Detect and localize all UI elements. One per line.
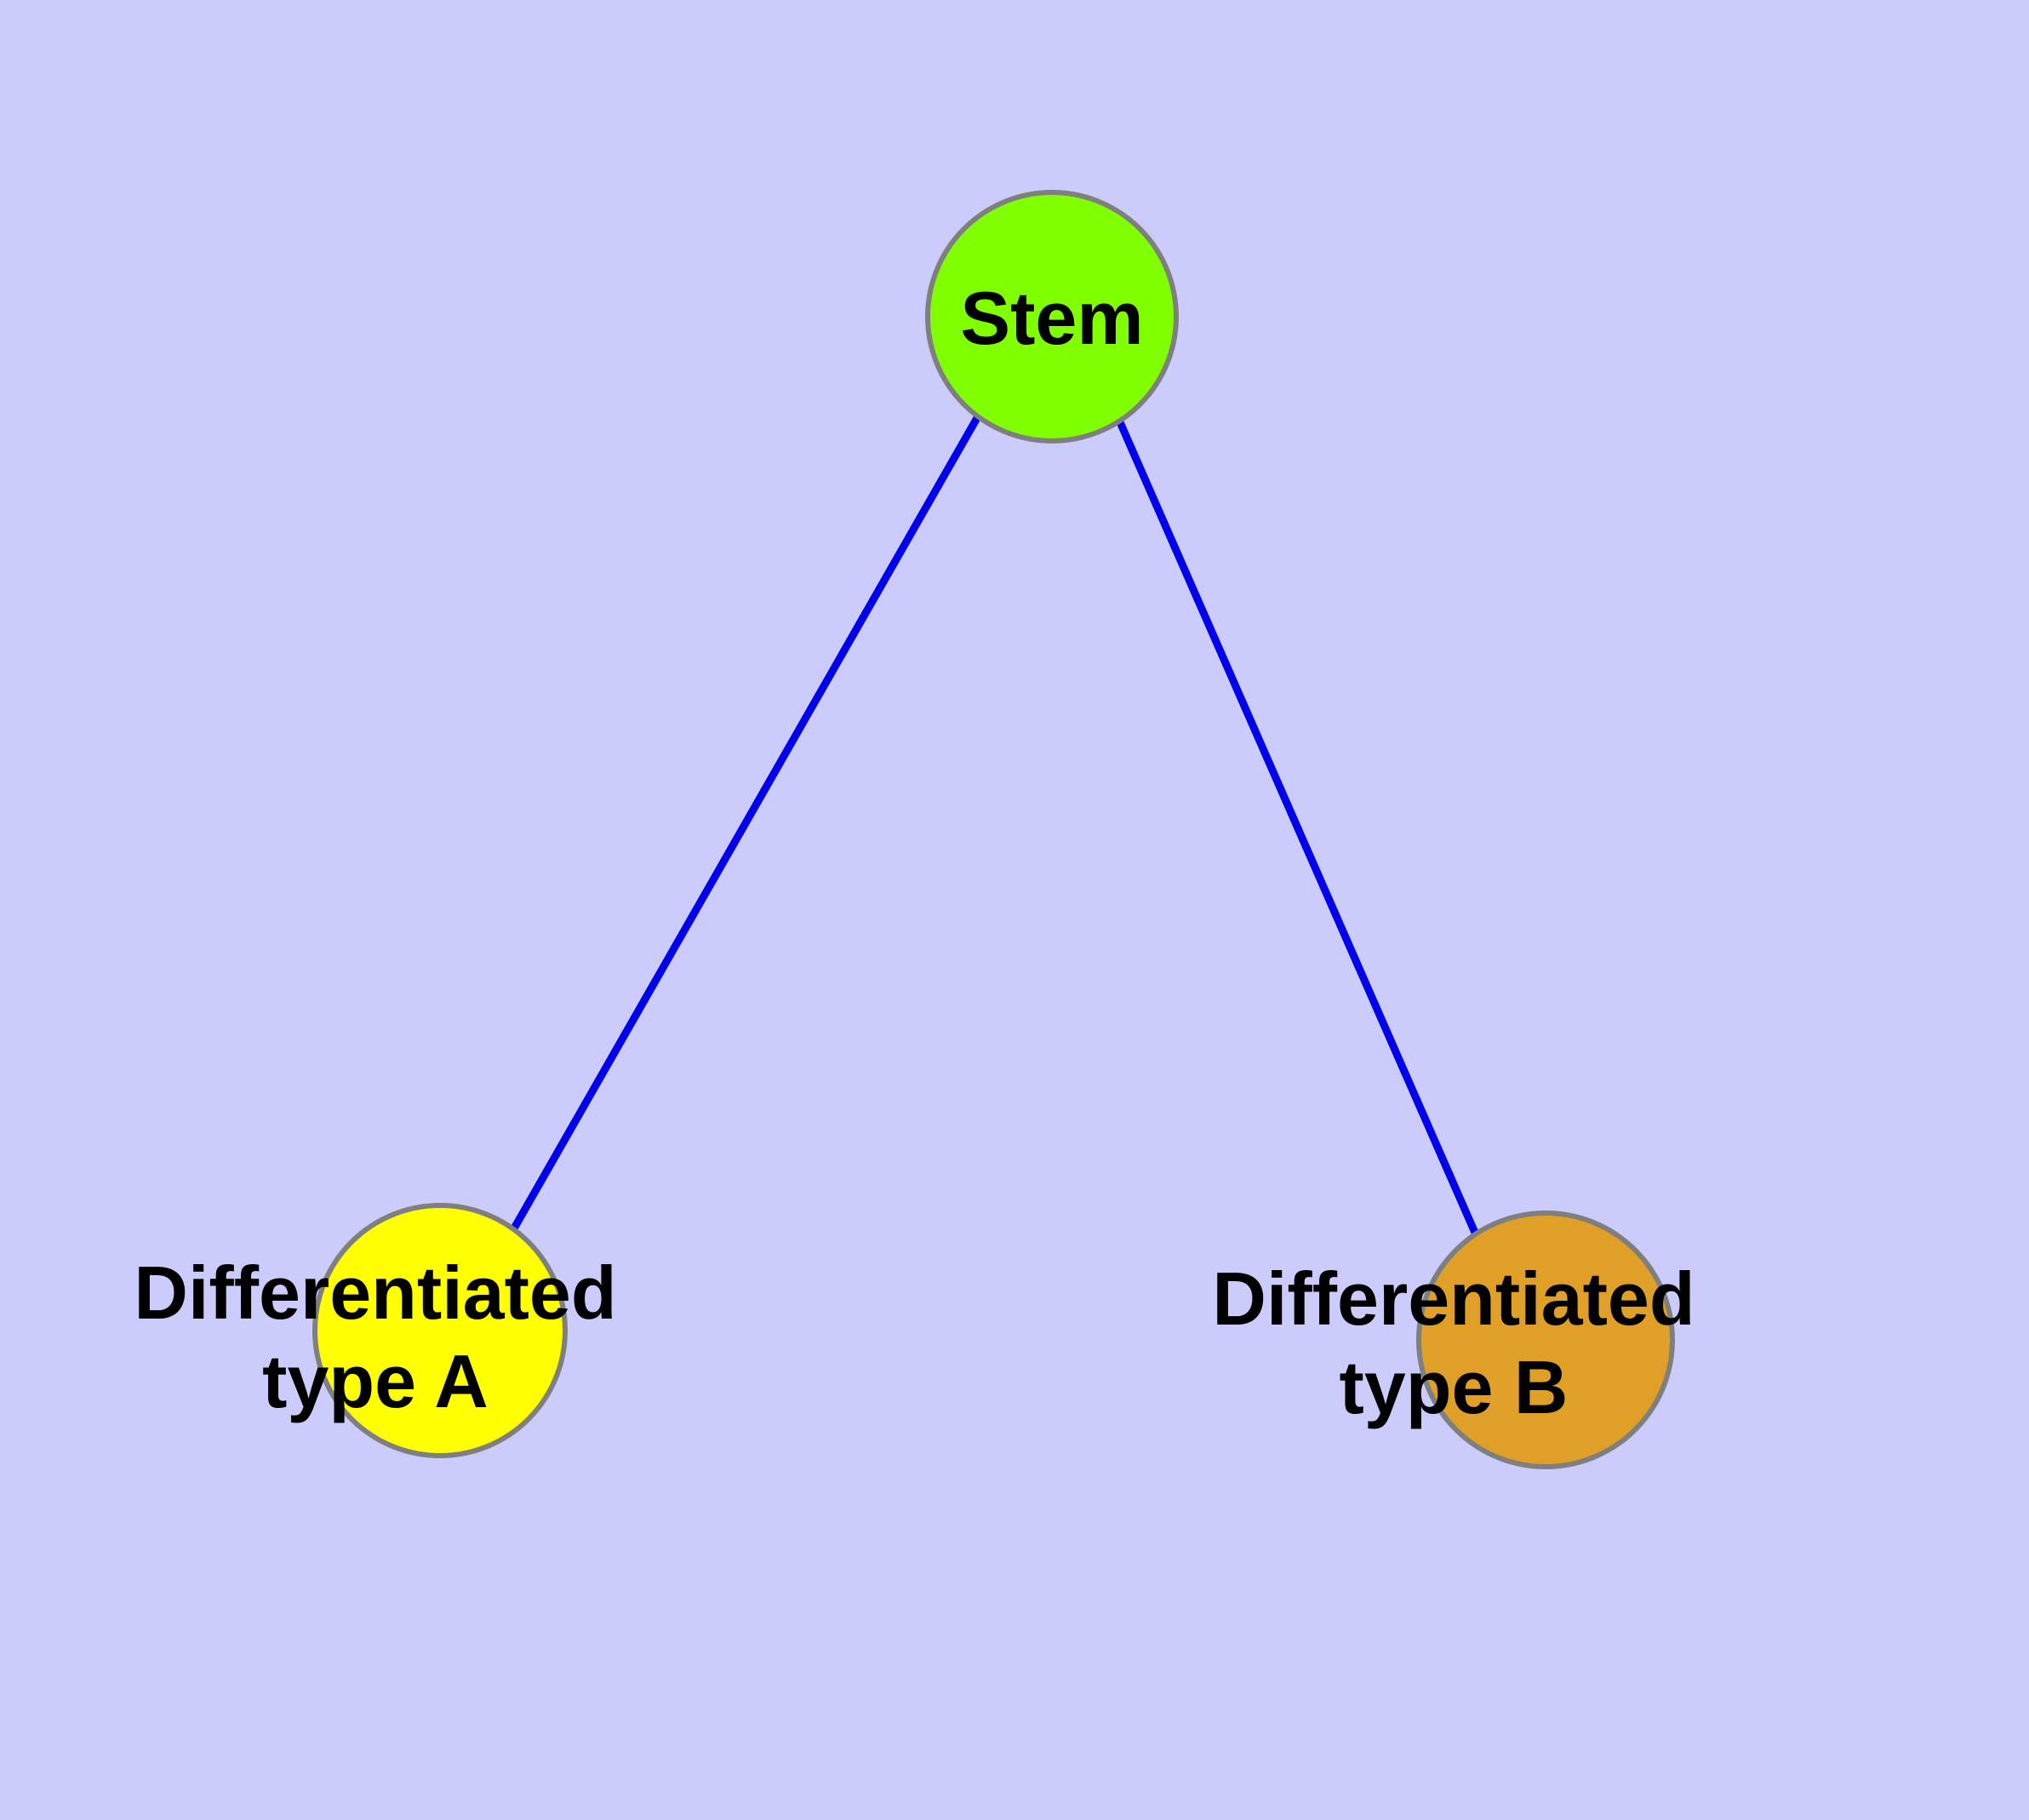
nodes-layer xyxy=(312,190,1675,1469)
edges-layer xyxy=(511,415,1479,1234)
node-label-line: Stem xyxy=(960,276,1143,360)
node-diff-b[interactable] xyxy=(1416,1210,1675,1469)
edge-stem-to-diff-a[interactable] xyxy=(511,415,980,1231)
node-label-stem: Stem xyxy=(960,276,1143,360)
node-stem[interactable] xyxy=(925,190,1179,444)
node-label-line: type B xyxy=(1340,1345,1569,1429)
node-diff-a[interactable] xyxy=(312,1203,568,1458)
edge-stem-to-diff-b[interactable] xyxy=(1116,421,1479,1234)
node-label-line: type A xyxy=(262,1339,489,1423)
node-label-line: Differentiated xyxy=(1212,1256,1695,1341)
node-label-line: Differentiated xyxy=(134,1251,616,1335)
